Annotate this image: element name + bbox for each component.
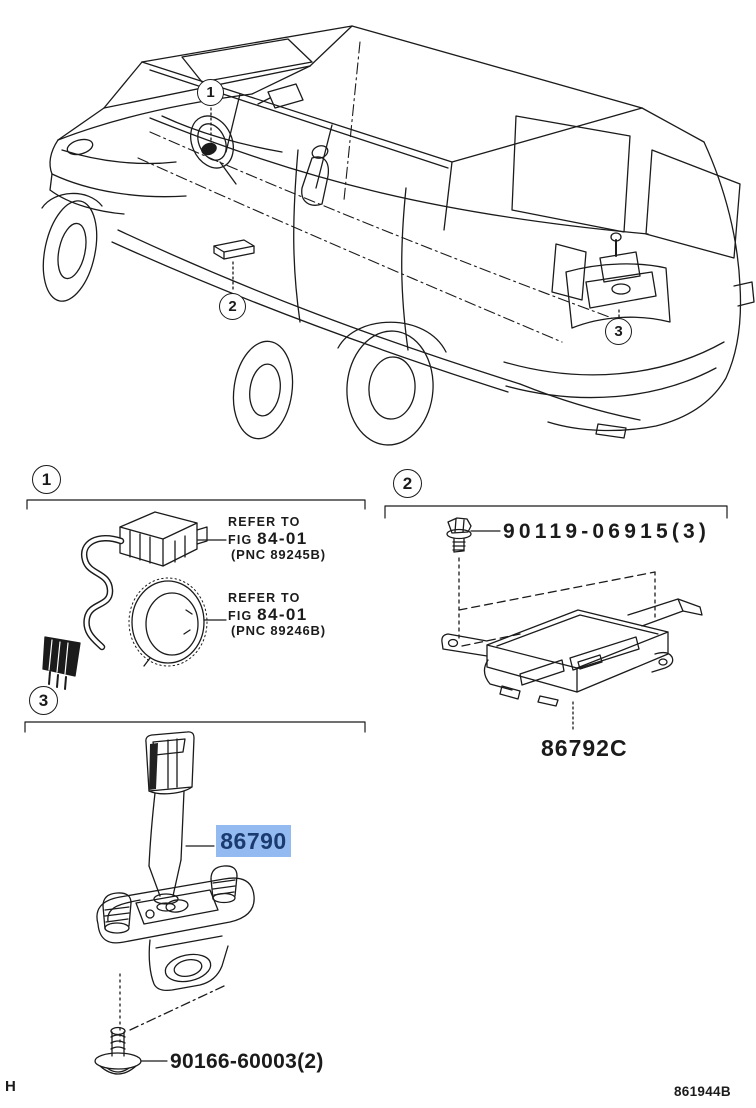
refer-note-line1: REFER TO <box>228 515 301 529</box>
vehicle-callout-3-badge: 3 <box>605 318 632 345</box>
section-3-number-badge: 3 <box>29 686 58 715</box>
section-1-number-badge: 1 <box>32 465 61 494</box>
refer-note-line3: (PNC 89246B) <box>231 623 326 638</box>
figure-code: 861944B <box>674 1084 731 1099</box>
bolt-part-number[interactable]: 90119-06915(3) <box>503 520 711 543</box>
camera-art <box>95 732 254 1074</box>
vehicle-callout-2-number: 2 <box>228 298 237 315</box>
vehicle-callout-3-number: 3 <box>614 323 623 340</box>
vehicle-callout-1-number: 1 <box>206 84 215 101</box>
page-letter: H <box>5 1078 16 1095</box>
section-2-number: 2 <box>402 473 413 493</box>
vehicle-callout-2-badge: 2 <box>219 293 246 320</box>
fig-number: 84-01 <box>257 529 308 548</box>
section-3-number: 3 <box>38 690 49 710</box>
section-brackets <box>25 500 727 732</box>
fig-prefix: FIG <box>228 609 258 623</box>
refer-note-line2: FIG 84-01 <box>228 530 326 547</box>
camera-part-number-highlighted[interactable]: 86790 <box>216 825 291 857</box>
screw-part-number[interactable]: 90166-60003(2) <box>170 1050 324 1073</box>
refer-note-pnc-89245b: REFER TO FIG 84-01 (PNC 89245B) <box>228 515 326 562</box>
vehicle-line-art <box>35 26 754 448</box>
section-1-number: 1 <box>41 469 52 489</box>
label-leader-lines <box>141 531 500 1061</box>
refer-note-line2: FIG 84-01 <box>228 606 326 623</box>
spiral-cable-art <box>43 512 207 689</box>
vehicle-callout-1-badge: 1 <box>197 79 224 106</box>
fig-prefix: FIG <box>228 533 258 547</box>
fig-number: 84-01 <box>257 605 308 624</box>
refer-note-line3: (PNC 89245B) <box>231 547 326 562</box>
section-2-number-badge: 2 <box>393 469 422 498</box>
ecu-art <box>442 518 702 732</box>
refer-note-line1: REFER TO <box>228 591 301 605</box>
ecu-part-number[interactable]: 86792C <box>541 735 628 761</box>
refer-note-pnc-89246b: REFER TO FIG 84-01 (PNC 89246B) <box>228 591 326 638</box>
